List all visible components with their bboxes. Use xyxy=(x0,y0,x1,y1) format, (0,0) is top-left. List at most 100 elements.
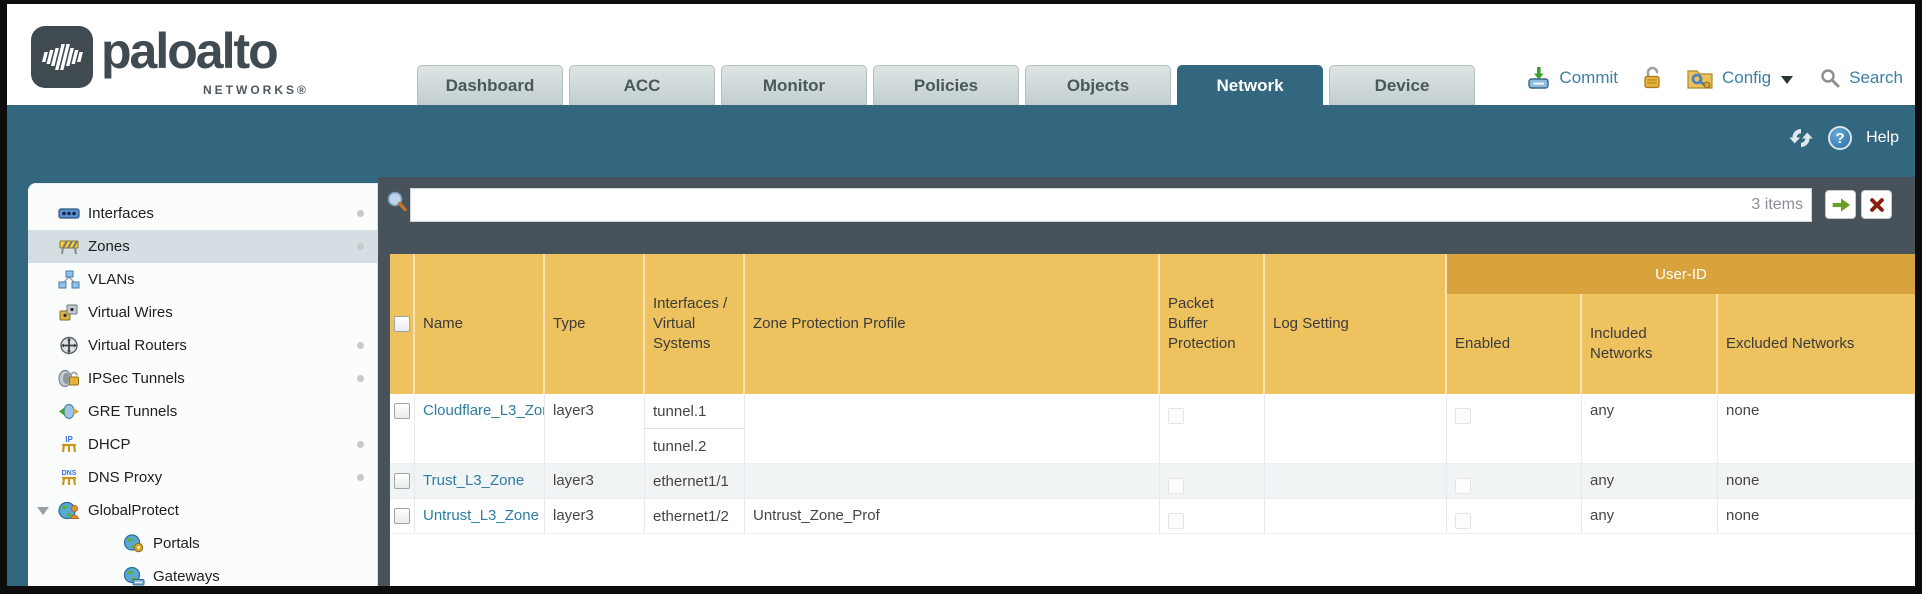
tab-monitor[interactable]: Monitor xyxy=(721,65,867,105)
main-nav-tabs: Dashboard ACC Monitor Policies Objects N… xyxy=(417,65,1475,105)
column-header-enabled[interactable]: Enabled xyxy=(1447,294,1582,394)
commit-button[interactable]: Commit xyxy=(1559,68,1618,87)
lock-icon[interactable] xyxy=(1642,66,1663,90)
row-checkbox[interactable] xyxy=(394,403,410,419)
tab-device[interactable]: Device xyxy=(1329,65,1475,105)
log-setting-cell xyxy=(1265,464,1447,498)
zone-protection-cell xyxy=(745,464,1160,498)
config-button[interactable]: Config xyxy=(1721,68,1772,87)
select-all-checkbox[interactable] xyxy=(393,316,410,332)
interface-cell: tunnel.1 xyxy=(645,394,744,429)
table-row: Cloudflare_L3_Zone layer3 tunnel.1 tunne… xyxy=(390,394,1915,464)
filter-input[interactable] xyxy=(410,188,1812,222)
gre-tunnels-icon xyxy=(59,403,79,420)
sidebar-item-dns-proxy[interactable]: DNS DNS Proxy xyxy=(28,461,378,494)
column-header-log-setting[interactable]: Log Setting xyxy=(1265,254,1447,394)
zone-name-link[interactable]: Trust_L3_Zone xyxy=(423,472,525,489)
sidebar-item-portals[interactable]: Portals xyxy=(28,527,378,560)
tab-acc[interactable]: ACC xyxy=(569,65,715,105)
tab-policies[interactable]: Policies xyxy=(873,65,1019,105)
packet-buffer-checkbox xyxy=(1168,407,1184,424)
zone-name-link[interactable]: Cloudflare_L3_Zone xyxy=(423,402,544,419)
sidebar-item-zones[interactable]: Zones xyxy=(28,230,378,263)
row-checkbox[interactable] xyxy=(394,473,410,489)
svg-text:DNS: DNS xyxy=(62,470,77,477)
logo-wave-icon xyxy=(42,44,83,70)
network-sidebar: Interfaces Zones VLANs xyxy=(28,183,378,586)
status-dot xyxy=(357,375,364,382)
excluded-networks-cell: none xyxy=(1718,499,1915,533)
included-networks-cell: any xyxy=(1582,464,1718,498)
status-dot xyxy=(357,342,364,349)
column-header-zone-protection-profile[interactable]: Zone Protection Profile xyxy=(745,254,1160,394)
sidebar-item-virtual-wires[interactable]: Virtual Wires xyxy=(28,296,378,329)
user-id-group-header: User-ID xyxy=(1447,254,1915,294)
zone-type-cell: layer3 xyxy=(545,499,645,533)
help-icon[interactable]: ? xyxy=(1828,126,1853,150)
sidebar-item-ipsec-tunnels[interactable]: IPSec Tunnels xyxy=(28,362,378,395)
status-dot xyxy=(357,210,364,217)
user-id-enabled-checkbox xyxy=(1455,477,1471,494)
config-caret-icon[interactable] xyxy=(1781,76,1794,84)
interface-cell: ethernet1/1 xyxy=(653,473,729,490)
zone-protection-cell: Untrust_Zone_Prof xyxy=(745,499,1160,533)
zone-name-link[interactable]: Untrust_L3_Zone xyxy=(423,507,539,524)
clear-filter-button[interactable] xyxy=(1861,190,1892,219)
status-dot xyxy=(357,474,364,481)
tab-dashboard[interactable]: Dashboard xyxy=(417,65,563,105)
top-bar: paloalto NETWORKS® Dashboard ACC Monitor… xyxy=(7,4,1915,105)
included-networks-cell: any xyxy=(1582,499,1718,533)
paloalto-logo-icon xyxy=(31,26,93,88)
sidebar-item-vlans[interactable]: VLANs xyxy=(28,263,378,296)
virtual-routers-icon xyxy=(60,336,78,355)
column-header-type[interactable]: Type xyxy=(545,254,645,394)
log-setting-cell xyxy=(1265,394,1447,463)
column-header-packet-buffer-protection[interactable]: Packet Buffer Protection xyxy=(1160,254,1265,394)
zones-icon xyxy=(59,240,79,255)
band-action-bar: ? Help xyxy=(1788,126,1899,150)
zone-type-cell: layer3 xyxy=(545,394,645,463)
dhcp-icon: IP xyxy=(61,435,77,453)
search-button[interactable]: Search xyxy=(1849,68,1903,87)
gateways-icon xyxy=(123,567,145,586)
excluded-networks-cell: none xyxy=(1718,464,1915,498)
sidebar-item-virtual-routers[interactable]: Virtual Routers xyxy=(28,329,378,362)
sidebar-item-gre-tunnels[interactable]: GRE Tunnels xyxy=(28,395,378,428)
top-action-bar: Commit Config xyxy=(1526,56,1903,100)
sidebar-item-globalprotect[interactable]: GlobalProtect xyxy=(28,494,378,527)
zone-type-cell: layer3 xyxy=(545,464,645,498)
zone-protection-cell xyxy=(745,394,1160,463)
apply-filter-button[interactable] xyxy=(1825,190,1856,219)
tab-objects[interactable]: Objects xyxy=(1025,65,1171,105)
interface-cell: tunnel.2 xyxy=(653,438,707,455)
column-header-included-networks[interactable]: Included Networks xyxy=(1582,294,1718,394)
portals-icon xyxy=(123,534,144,553)
virtual-wires-icon xyxy=(59,304,78,321)
collapse-triangle-icon[interactable] xyxy=(37,507,49,515)
status-dot xyxy=(357,243,364,250)
refresh-icon[interactable] xyxy=(1788,126,1814,150)
table-row: Trust_L3_Zone layer3 ethernet1/1 any non… xyxy=(390,464,1915,499)
filter-search-icon xyxy=(387,191,407,212)
content-area: 3 items Name Type Interfaces / Virtual xyxy=(378,177,1915,586)
column-header-interfaces[interactable]: Interfaces / Virtual Systems xyxy=(645,254,745,394)
column-header-name[interactable]: Name xyxy=(415,254,545,394)
search-icon[interactable] xyxy=(1819,67,1841,89)
sidebar-item-interfaces[interactable]: Interfaces xyxy=(28,197,378,230)
globalprotect-icon xyxy=(58,501,80,520)
row-checkbox[interactable] xyxy=(394,508,410,524)
status-dot xyxy=(357,441,364,448)
column-header-excluded-networks[interactable]: Excluded Networks xyxy=(1718,294,1915,394)
vlans-icon xyxy=(58,270,80,289)
config-icon[interactable] xyxy=(1687,67,1714,90)
commit-icon[interactable] xyxy=(1526,66,1551,90)
user-id-enabled-checkbox xyxy=(1455,512,1471,529)
sidebar-item-dhcp[interactable]: IP DHCP xyxy=(28,428,378,461)
user-id-enabled-checkbox xyxy=(1455,407,1471,424)
select-all-cell xyxy=(390,254,415,394)
dns-proxy-icon: DNS xyxy=(62,470,77,486)
tab-network[interactable]: Network xyxy=(1177,65,1323,105)
help-label[interactable]: Help xyxy=(1866,129,1899,146)
sidebar-item-gateways[interactable]: Gateways xyxy=(28,560,378,586)
